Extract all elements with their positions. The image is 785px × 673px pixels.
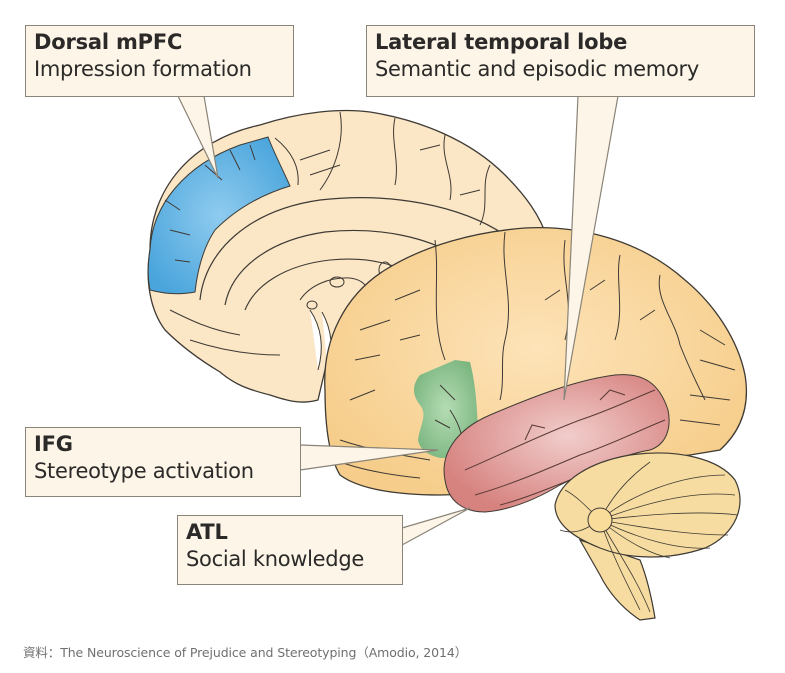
- region-title: ATL: [186, 520, 228, 544]
- region-function: Semantic and episodic memory: [375, 57, 699, 81]
- region-title: IFG: [34, 432, 73, 456]
- temporal-lobe-region: [443, 374, 670, 513]
- label-atl: ATL Social knowledge: [177, 515, 403, 585]
- label-dorsal-mpfc: Dorsal mPFC Impression formation: [25, 25, 294, 97]
- medial-hemisphere: [147, 109, 549, 403]
- atl-pointer: [401, 507, 471, 547]
- label-lateral-temporal-lobe: Lateral temporal lobe Semantic and episo…: [366, 25, 755, 97]
- region-function: Social knowledge: [186, 547, 364, 571]
- label-pointers: [177, 95, 619, 547]
- region-title: Lateral temporal lobe: [375, 30, 628, 54]
- cerebellum: [554, 452, 741, 621]
- lateral-hemisphere: [324, 226, 748, 513]
- source-caption: 資料：The Neuroscience of Prejudice and Ste…: [23, 645, 468, 660]
- label-ifg: IFG Stereotype activation: [25, 427, 301, 497]
- region-function: Stereotype activation: [34, 459, 254, 483]
- pons-circle: [587, 507, 613, 533]
- region-function: Impression formation: [34, 57, 252, 81]
- region-title: Dorsal mPFC: [34, 30, 183, 54]
